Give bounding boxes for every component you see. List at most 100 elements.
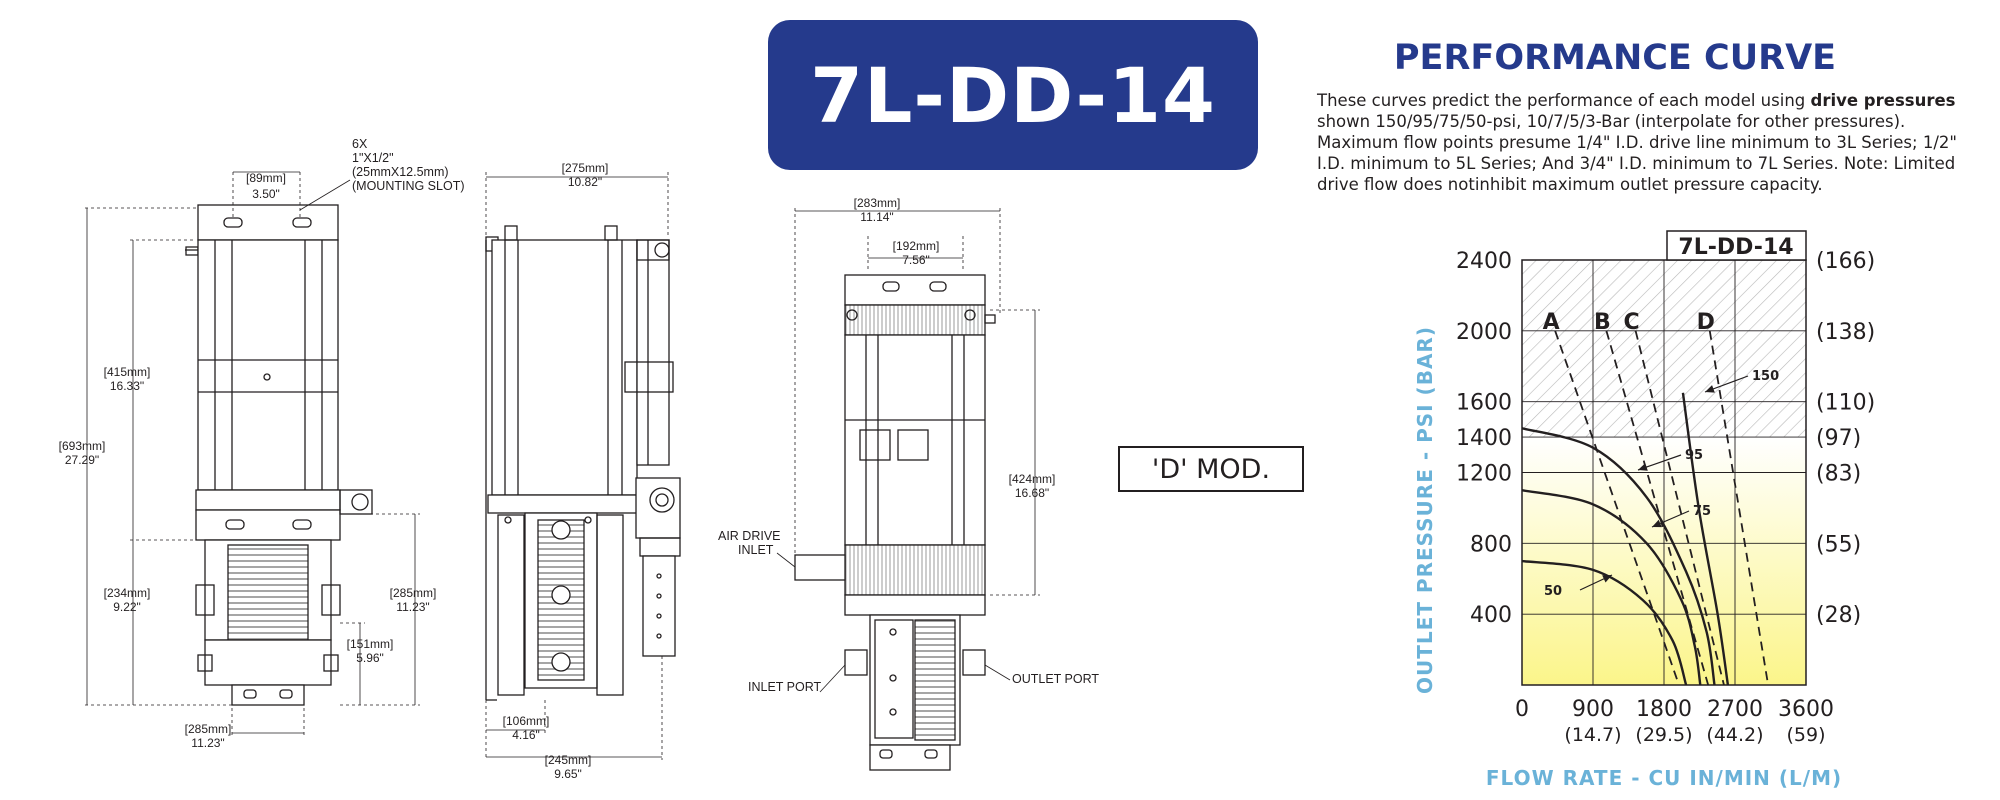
- curve-label-95: 95: [1685, 448, 1703, 463]
- curve-label-50: 50: [1544, 584, 1562, 599]
- slot-note-4: (MOUNTING SLOT): [352, 179, 465, 193]
- y-tick-label-secondary: (138): [1816, 320, 1875, 345]
- dim-245-in: 9.65": [554, 767, 582, 781]
- dim-285v-mm: [285mm]: [390, 586, 437, 600]
- y-tick-label: 400: [1470, 603, 1512, 628]
- dim-106-in: 4.16": [512, 728, 540, 742]
- y-tick-label: 2400: [1456, 249, 1512, 274]
- y-tick-label-secondary: (28): [1816, 603, 1861, 628]
- dim-275-in: 10.82": [568, 175, 602, 189]
- air-drive-label-2: INLET: [738, 543, 774, 557]
- y-axis-label: OUTLET PRESSURE - PSI (BAR): [1413, 326, 1437, 694]
- mod-label: 'D' MOD.: [1118, 446, 1304, 492]
- curve-label-arrowhead-75: [1652, 519, 1662, 528]
- side-view-labels: [275mm] 10.82" [106mm] 4.16" [245mm] 9.6…: [503, 161, 609, 781]
- dim-283-in: 11.14": [860, 210, 893, 224]
- y-tick-label-secondary: (83): [1816, 462, 1861, 487]
- y-tick-label-secondary: (166): [1816, 249, 1875, 274]
- x-axis-label: FLOW RATE - CU IN/MIN (L/M): [1486, 766, 1842, 790]
- y-tick-label-secondary: (55): [1816, 532, 1861, 557]
- y-axis-ticks: 400 (28) 800 (55) 1200 (83) 1400 (97) 1600 (110) 2…: [1456, 249, 1875, 628]
- slot-note-1: 6X: [352, 137, 368, 151]
- y-tick-label: 800: [1470, 532, 1512, 557]
- chart-model-tag: 7L-DD-14: [1666, 230, 1807, 261]
- rear-view: [776, 208, 1040, 771]
- drive-curve-50: [1521, 559, 1688, 686]
- model-line-label-B: B: [1594, 310, 1611, 335]
- performance-description: These curves predict the performance of …: [1317, 90, 1967, 195]
- curve-label-75: 75: [1693, 504, 1711, 519]
- outlet-port-label: OUTLET PORT: [1012, 672, 1099, 686]
- desc-part-2: shown 150/95/75/50-psi, 10/7/5/3-Bar (in…: [1317, 112, 1957, 194]
- drive-curve-95: [1521, 427, 1716, 686]
- dim-89-mm: [89mm]: [246, 171, 286, 185]
- dim-234-mm: [234mm]: [104, 586, 151, 600]
- rear-view-labels: [283mm] 11.14" [192mm] 7.56" [424mm] 16.…: [718, 196, 1099, 694]
- model-line-label-A: A: [1543, 310, 1560, 335]
- x-tick-label-secondary: (44.2): [1706, 724, 1763, 746]
- front-view-labels: 6X 1"X1/2" (25mmX12.5mm) (MOUNTING SLOT)…: [59, 137, 465, 750]
- side-view: [485, 172, 681, 760]
- model-title: 7L-DD-14: [810, 50, 1216, 140]
- dim-424-in: 16.68": [1015, 486, 1049, 500]
- dim-89-in: 3.50": [252, 187, 280, 201]
- curve-label-arrowhead-95: [1638, 463, 1648, 471]
- dim-151-in: 5.96": [356, 651, 384, 665]
- air-drive-label-1: AIR DRIVE: [718, 529, 781, 543]
- curve-label-150: 150: [1752, 369, 1779, 384]
- slot-note-2: 1"X1/2": [352, 151, 394, 165]
- chart-grid: [1522, 260, 1806, 685]
- x-tick-label: 900: [1572, 697, 1614, 722]
- dim-192-in: 7.56": [902, 253, 930, 267]
- inlet-port-label: INLET PORT: [748, 680, 822, 694]
- dim-415-mm: [415mm]: [104, 365, 151, 379]
- dim-424-mm: [424mm]: [1009, 472, 1056, 486]
- chart-title: 7L-DD-14: [1678, 235, 1793, 260]
- dim-693-mm: [693mm]: [59, 439, 106, 453]
- desc-part-1: These curves predict the performance of …: [1317, 91, 1811, 110]
- model-line-label-D: D: [1697, 310, 1715, 335]
- dim-285v-in: 11.23": [396, 600, 429, 614]
- dim-151-mm: [151mm]: [347, 637, 394, 651]
- dim-415-in: 16.33": [110, 379, 144, 393]
- dim-275-mm: [275mm]: [562, 161, 609, 175]
- curve-label-arrowhead-50: [1602, 575, 1612, 583]
- dim-693-in: 27.29": [65, 453, 99, 467]
- dim-285h-mm: [285mm]: [185, 722, 232, 736]
- desc-bold: drive pressures: [1810, 91, 1956, 110]
- dim-192-mm: [192mm]: [893, 239, 940, 253]
- dim-285h-in: 11.23": [191, 736, 224, 750]
- drive-curve-75: [1521, 489, 1702, 686]
- model-title-banner: 7L-DD-14: [768, 20, 1258, 170]
- slot-note-3: (25mmX12.5mm): [352, 165, 449, 179]
- y-tick-label: 1200: [1456, 462, 1512, 487]
- x-tick-label-secondary: (59): [1786, 724, 1825, 746]
- dim-106-mm: [106mm]: [503, 714, 550, 728]
- drive-curve-150: [1681, 392, 1730, 686]
- front-view: [85, 171, 420, 735]
- dim-234-in: 9.22": [113, 600, 141, 614]
- model-line-A: [1554, 330, 1680, 686]
- performance-title: PERFORMANCE CURVE: [1393, 38, 1837, 78]
- curve-label-arrowhead-150: [1705, 385, 1715, 393]
- y-tick-label: 2000: [1456, 320, 1512, 345]
- model-line-label-C: C: [1624, 310, 1640, 335]
- plot-frame: [1521, 259, 1807, 686]
- x-tick-label-secondary: (29.5): [1635, 724, 1692, 746]
- y-tick-label-secondary: (110): [1816, 391, 1875, 416]
- x-tick-label: 2700: [1707, 697, 1763, 722]
- x-tick-label: 0: [1515, 697, 1529, 722]
- dim-245-mm: [245mm]: [545, 753, 592, 767]
- y-tick-label-secondary: (97): [1816, 426, 1861, 451]
- chart-model-tag-box: [1666, 230, 1807, 261]
- x-tick-label: 1800: [1636, 697, 1692, 722]
- y-tick-label: 1600: [1456, 391, 1512, 416]
- model-line-C: [1634, 330, 1725, 686]
- x-tick-label: 3600: [1778, 697, 1834, 722]
- y-tick-label: 1400: [1456, 426, 1512, 451]
- x-axis-ticks: 0 900(14.7) 1800(29.5) 2700(44.2) 3600(59): [1515, 697, 1834, 746]
- x-tick-label-secondary: (14.7): [1564, 724, 1621, 746]
- dim-283-mm: [283mm]: [854, 196, 901, 210]
